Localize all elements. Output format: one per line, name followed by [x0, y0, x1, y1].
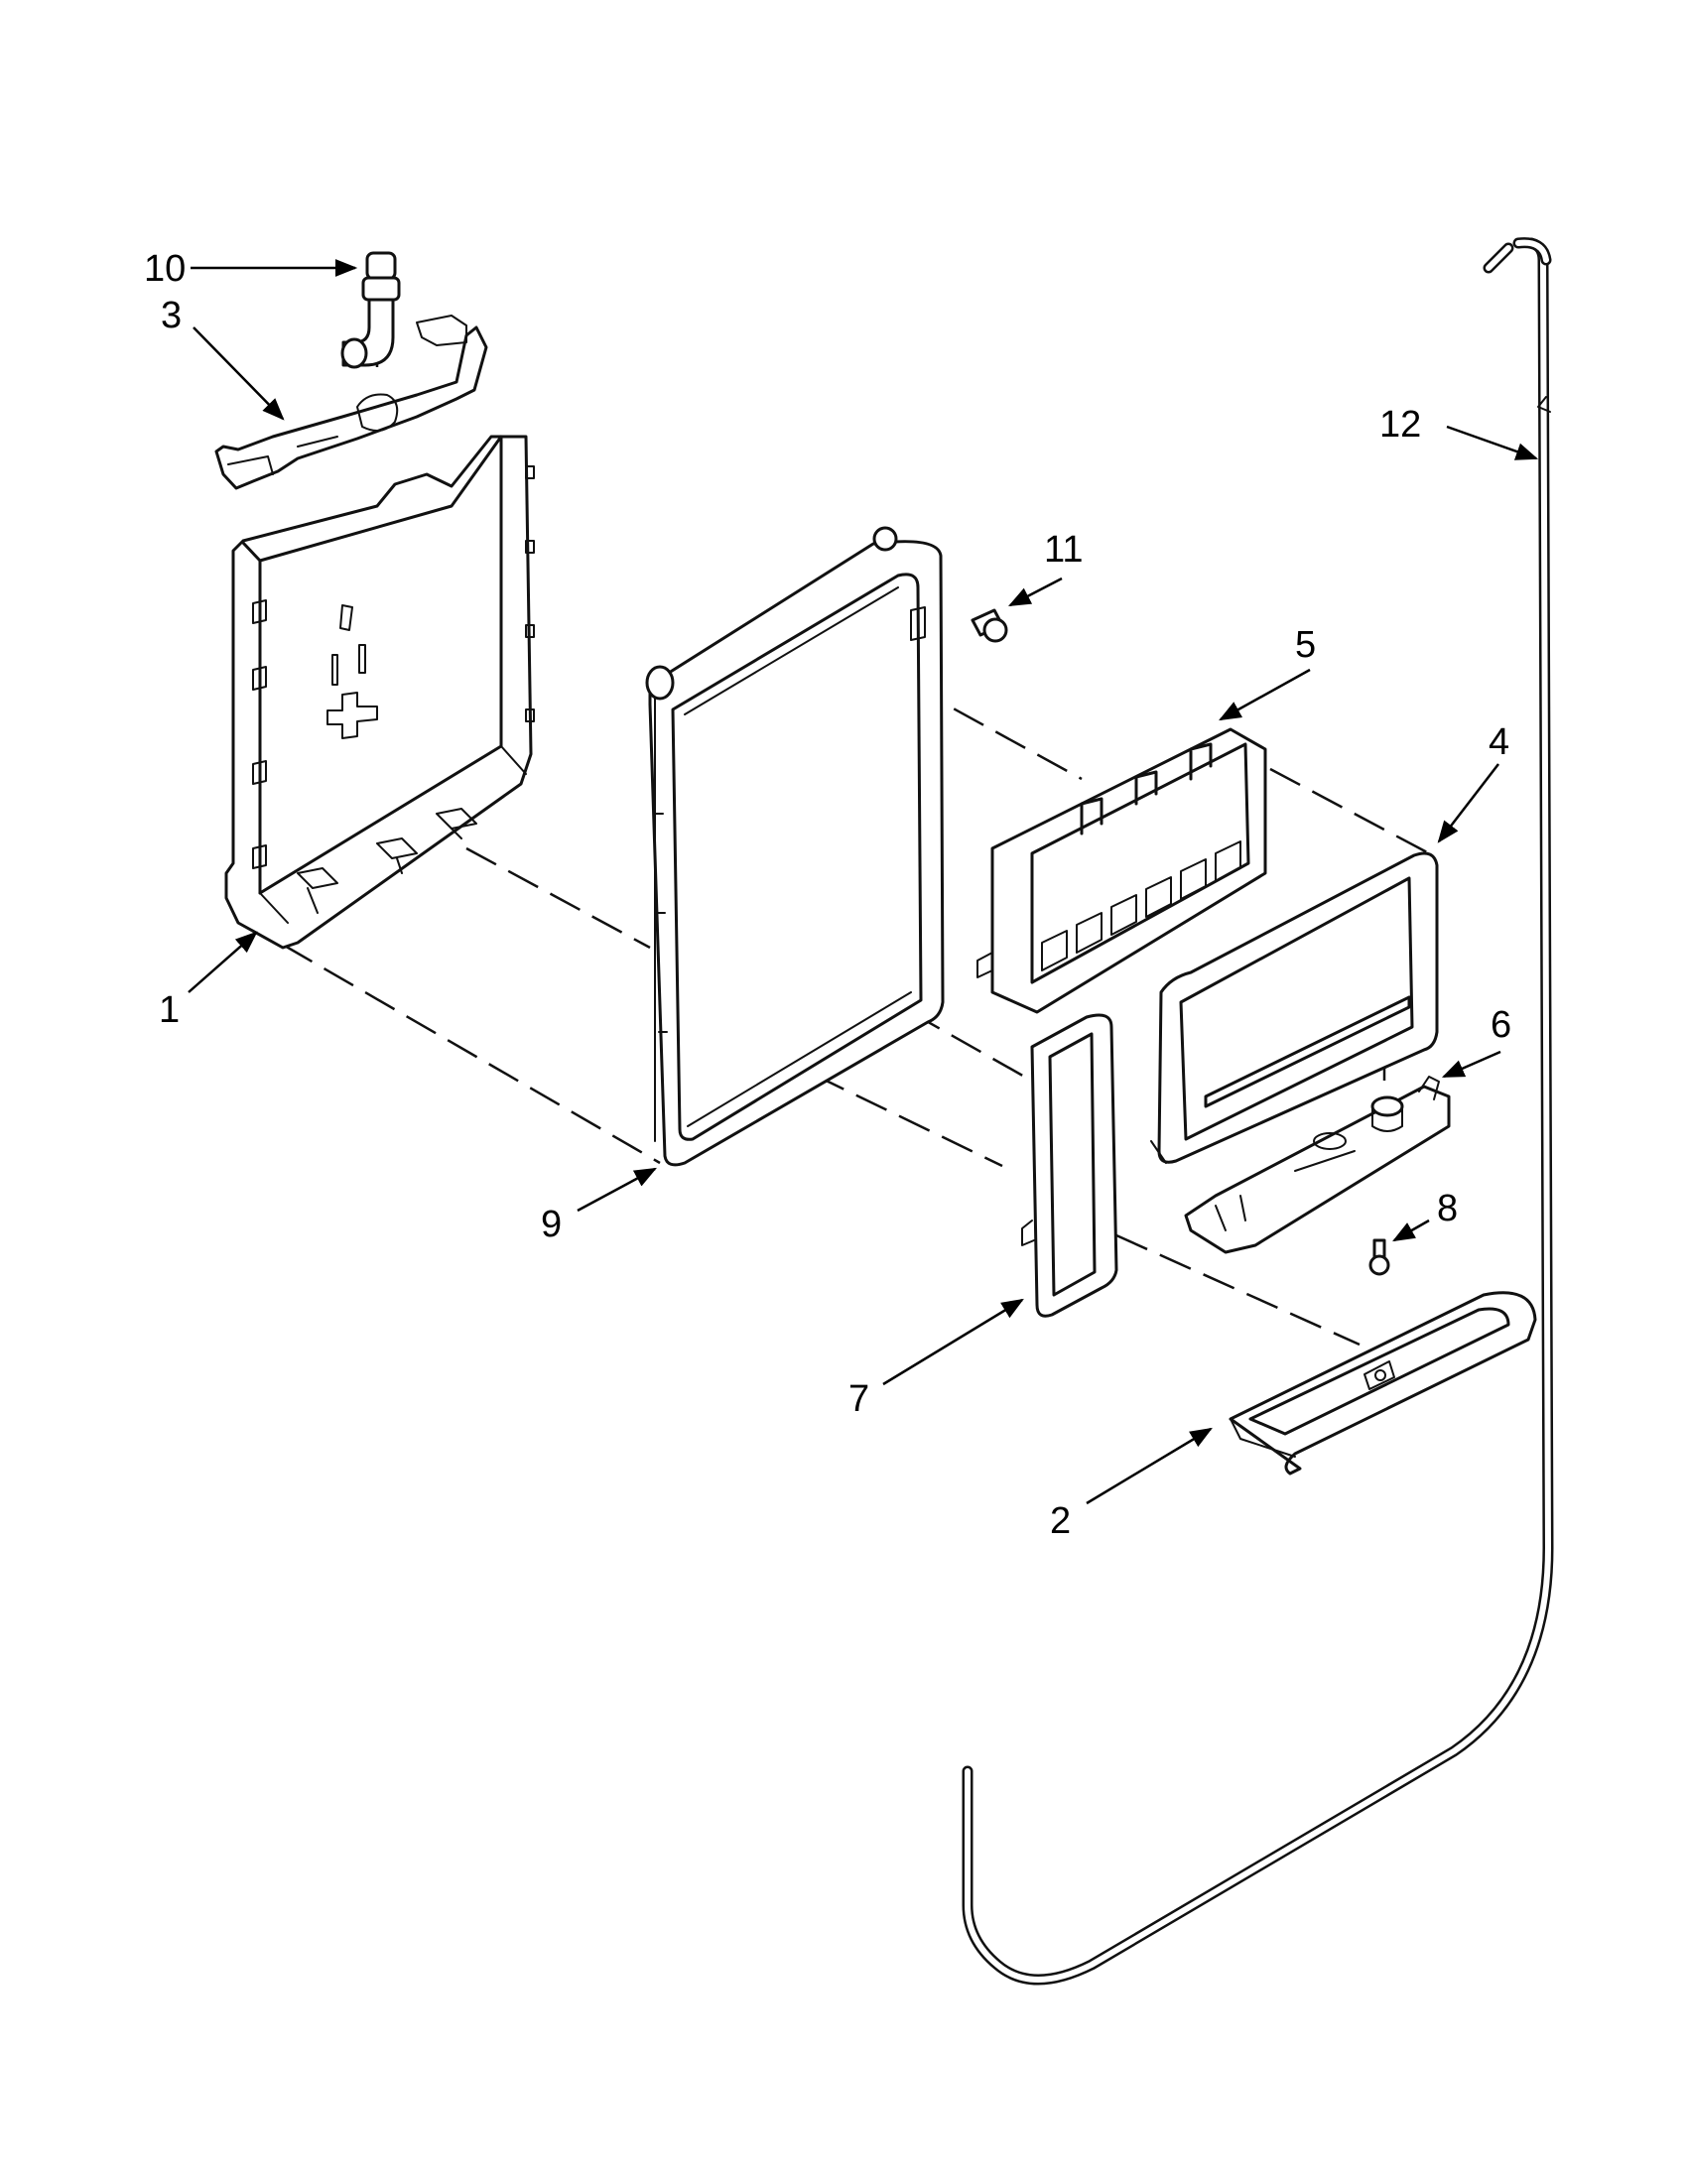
callout-3: 3 [161, 295, 182, 336]
part-1-housing [224, 435, 535, 950]
part-11-screw [971, 608, 1008, 643]
part-3-bracket [214, 315, 488, 490]
part-7-button [1021, 1013, 1118, 1318]
callout-leaders [188, 259, 1539, 1505]
callout-9: 9 [541, 1204, 562, 1245]
callout-12: 12 [1379, 404, 1421, 446]
part-9-frame [645, 526, 945, 1167]
callout-2: 2 [1050, 1500, 1071, 1542]
part-4-panel [1150, 851, 1439, 1164]
part-5-control-board [976, 727, 1267, 1014]
callout-11: 11 [1044, 529, 1083, 571]
callout-8: 8 [1437, 1188, 1458, 1229]
callout-labels: 10 3 12 11 5 4 1 6 9 8 7 2 [144, 248, 1511, 1542]
part-6-bracket [1184, 1076, 1451, 1254]
part-2-drip-tray [1229, 1291, 1537, 1476]
callout-5: 5 [1295, 624, 1316, 666]
callout-1: 1 [159, 989, 180, 1031]
callout-7: 7 [848, 1378, 869, 1420]
part-10-elbow-fitting [340, 251, 401, 369]
part-8-screw [1368, 1238, 1390, 1276]
part-12-tube [962, 237, 1554, 1986]
callout-6: 6 [1491, 1004, 1511, 1046]
callout-4: 4 [1489, 721, 1509, 763]
callout-10: 10 [144, 248, 186, 290]
